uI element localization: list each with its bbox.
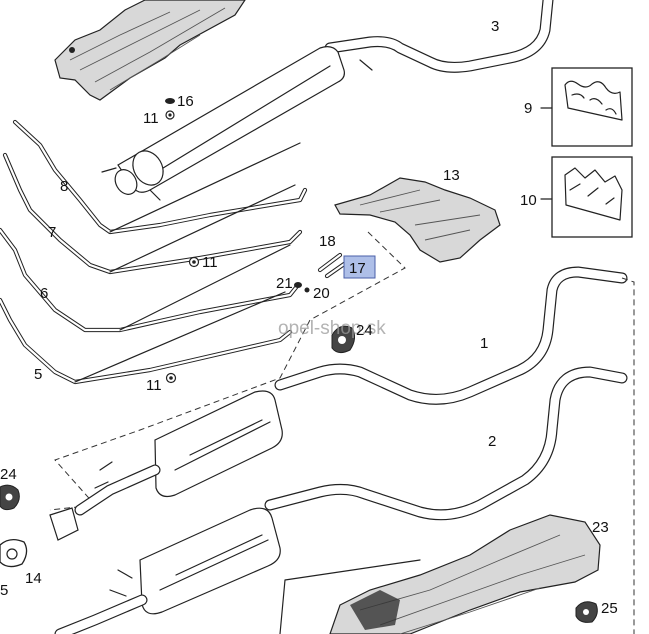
part-7-line[interactable] (2, 152, 303, 275)
rear-silencer-pipe[interactable] (101, 0, 554, 201)
part-14-gasket[interactable] (0, 538, 28, 568)
callout-16: 16 (177, 93, 194, 110)
part-10-pipe-clamp[interactable] (551, 156, 633, 238)
part-20-fastener[interactable] (304, 287, 310, 293)
callout-25: 25 (601, 600, 618, 617)
callout-11-low: 11 (146, 377, 162, 394)
part-24-rubber-hanger[interactable] (331, 325, 356, 354)
part-13-heat-shield[interactable] (334, 177, 501, 263)
callout-5: 5 (34, 366, 42, 383)
part-8-line[interactable] (12, 119, 308, 235)
part-16-grommet[interactable] (165, 98, 175, 104)
callout-1: 1 (480, 335, 488, 352)
callout-13: 13 (443, 167, 460, 184)
kit-boundary-dashed (49, 231, 406, 511)
part-9-pipe-clamp[interactable] (551, 67, 633, 147)
part-23-heat-shield-lower[interactable] (329, 514, 601, 634)
part-25-rubber-hanger[interactable] (575, 601, 598, 623)
frame-line-right (621, 277, 635, 634)
part-18-pipe[interactable] (317, 252, 350, 279)
callout-6: 6 (40, 285, 48, 302)
callout-11-top: 11 (143, 110, 159, 127)
frame-line-bottom (279, 559, 421, 634)
callout-2: 2 (488, 433, 496, 450)
part-24-hanger-left[interactable] (0, 484, 20, 511)
callout-9: 9 (524, 100, 532, 117)
part-5-line[interactable] (0, 291, 293, 385)
watermark-text: opel-shop.sk (278, 318, 386, 339)
callout-21: 21 (276, 275, 293, 292)
callout-14: 14 (25, 570, 42, 587)
callout-11-mid: 11 (202, 254, 218, 271)
callout-3: 3 (491, 18, 499, 35)
part-21-fastener[interactable] (294, 282, 302, 288)
part-11-nut-low[interactable] (165, 372, 177, 384)
callout-18: 18 (319, 233, 336, 250)
heat-shield-top[interactable] (54, 0, 246, 101)
callout-23: 23 (592, 519, 609, 536)
callout-5-left: 5 (0, 582, 8, 599)
callout-8: 8 (60, 178, 68, 195)
part-6-line[interactable] (0, 227, 301, 333)
callout-20: 20 (313, 285, 330, 302)
part-11-nut-top[interactable] (165, 110, 175, 120)
part-17-highlighted[interactable]: 17 (343, 255, 376, 279)
callout-24: 24 (356, 322, 373, 339)
part-11-nut-mid[interactable] (188, 256, 200, 268)
callout-10: 10 (520, 192, 537, 209)
callout-7: 7 (48, 224, 56, 241)
part-1-front-pipe-with-dpf[interactable] (49, 266, 628, 541)
part-2-front-pipe-with-dpf[interactable] (54, 366, 628, 634)
callout-24-left: 24 (0, 466, 17, 483)
callout-17: 17 (349, 260, 366, 277)
